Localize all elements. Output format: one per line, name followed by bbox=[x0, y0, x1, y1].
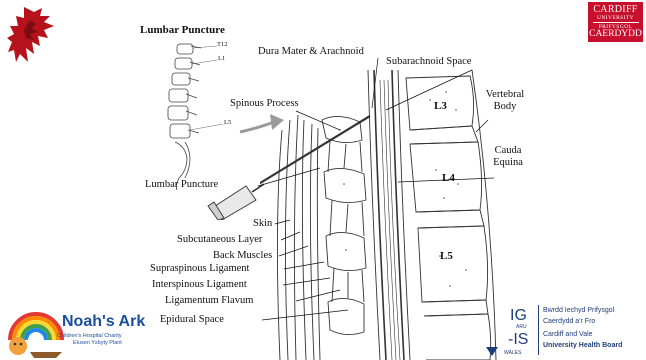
health-board-line2: Caerdydd a'r Fro bbox=[543, 318, 595, 325]
cardiff-logo-rule bbox=[593, 22, 639, 23]
health-board-line4: University Health Board bbox=[543, 342, 622, 349]
svg-text:IG: IG bbox=[510, 307, 527, 324]
level-l4: L4 bbox=[442, 172, 455, 184]
svg-text:WALES: WALES bbox=[504, 350, 522, 356]
label-vertebral-body: Vertebral Body bbox=[480, 89, 530, 112]
cardiff-logo-line2: UNIVERSITY bbox=[588, 15, 643, 21]
svg-text:-IS: -IS bbox=[508, 331, 528, 348]
label-subarachnoid: Subarachnoid Space bbox=[386, 57, 471, 68]
health-board-line3: Cardiff and Vale bbox=[543, 331, 593, 338]
level-l3: L3 bbox=[434, 100, 447, 112]
cardiff-logo-line4: CAERDYDD bbox=[588, 30, 643, 40]
label-back-muscles: Back Muscles bbox=[213, 251, 272, 262]
label-supraspinous: Supraspinous Ligament bbox=[150, 264, 249, 275]
label-cauda-line1: Cauda bbox=[486, 145, 530, 157]
label-interspinous: Interspinous Ligament bbox=[152, 280, 247, 291]
health-board-line1: Bwrdd Iechyd Prifysgol bbox=[543, 307, 614, 314]
label-lumbar-puncture: Lumbar Puncture bbox=[145, 180, 218, 191]
health-board-divider bbox=[538, 305, 539, 355]
label-subcutaneous: Subcutaneous Layer bbox=[177, 235, 262, 246]
svg-text:ARU: ARU bbox=[516, 324, 527, 330]
nhs-wales-mark: IG ARU -IS WALES bbox=[500, 304, 540, 356]
noahs-ark-wordmark: Noah's Ark bbox=[62, 313, 145, 331]
cardiff-university-logo: CARDIFF UNIVERSITY PRIFYSGOL CAERDYDD bbox=[588, 2, 643, 42]
label-vertebral-line2: Body bbox=[480, 101, 530, 113]
level-l5: L5 bbox=[440, 250, 453, 262]
label-spinous-process: Spinous Process bbox=[230, 99, 299, 110]
label-epidural-space: Epidural Space bbox=[160, 315, 224, 326]
label-vertebral-line1: Vertebral bbox=[480, 89, 530, 101]
label-dura-mater: Dura Mater & Arachnoid bbox=[258, 47, 364, 58]
label-skin: Skin bbox=[253, 219, 272, 230]
label-ligamentum-flavum: Ligamentum Flavum bbox=[165, 296, 253, 307]
label-cauda-line2: Equina bbox=[486, 157, 530, 169]
cardiff-logo-line1: CARDIFF bbox=[588, 5, 643, 15]
bottom-triangle-icon bbox=[486, 347, 498, 356]
noahs-ark-tagline-2: Elusen Ysbyty Plant bbox=[73, 340, 122, 346]
label-cauda-equina: Cauda Equina bbox=[486, 145, 530, 168]
noahs-ark-tagline-1: Children's Hospital Charity bbox=[57, 333, 122, 339]
